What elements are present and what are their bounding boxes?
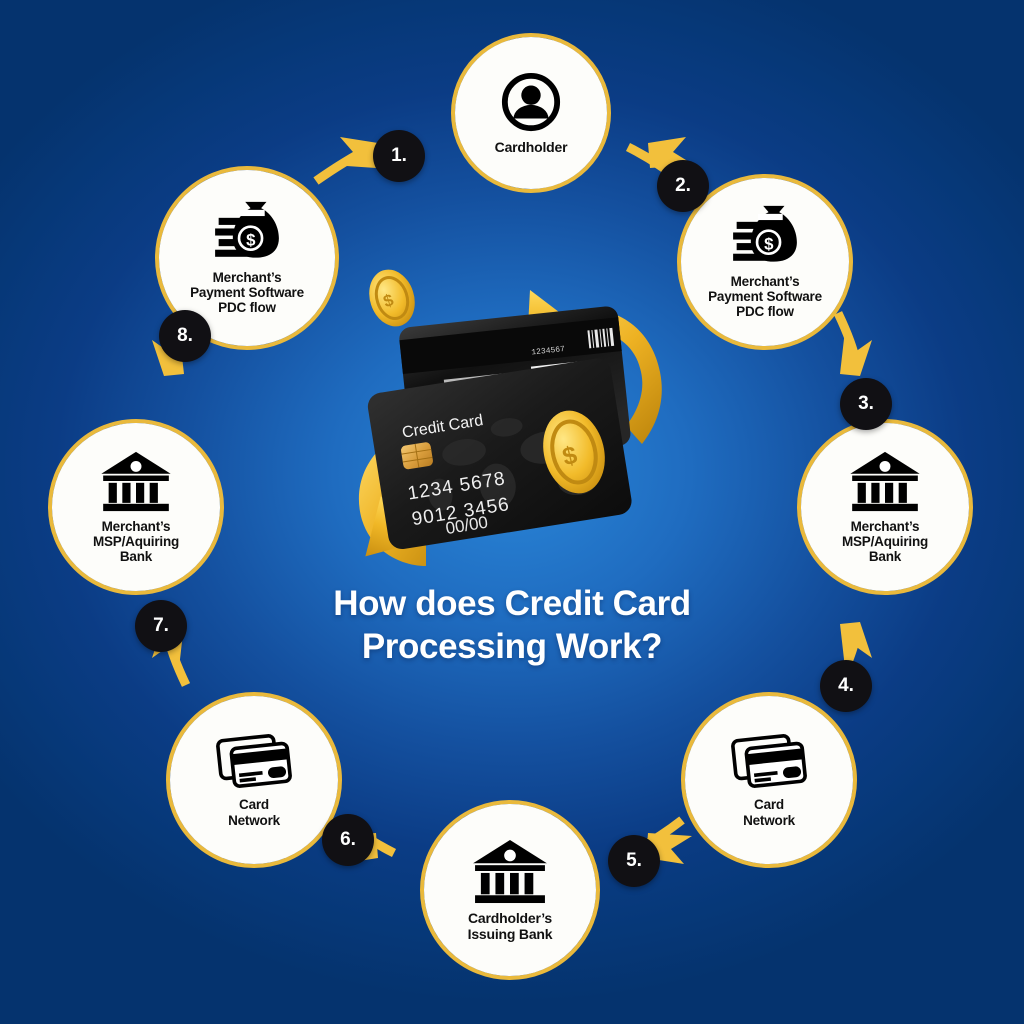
- step-node-3[interactable]: Merchant’s MSP/Aquiring Bank: [801, 423, 969, 591]
- step-node-2[interactable]: $ Merchant’s Payment Software PDC flow: [681, 178, 849, 346]
- step-badge-3[interactable]: 3.: [840, 378, 892, 430]
- bank-icon: [473, 838, 547, 904]
- step-label-8: Merchant’s Payment Software PDC flow: [190, 269, 304, 316]
- bank-icon: [850, 450, 920, 512]
- money-bag-icon: $: [729, 205, 801, 267]
- step-label-1: Cardholder: [494, 138, 568, 155]
- node-ring-6: [166, 692, 342, 868]
- credit-cards-icon: [216, 732, 292, 790]
- node-ring-1: [451, 33, 611, 193]
- step-node-7[interactable]: Merchant’s MSP/Aquiring Bank: [52, 423, 220, 591]
- step-node-6[interactable]: Card Network: [170, 696, 338, 864]
- step-badge-4[interactable]: 4.: [820, 660, 872, 712]
- step-node-1[interactable]: Cardholder: [455, 37, 607, 189]
- step-badge-5[interactable]: 5.: [608, 835, 660, 887]
- step-label-5: Cardholder’s Issuing Bank: [467, 909, 553, 942]
- credit-cards-icon: [731, 732, 807, 790]
- step-label-2: Merchant’s Payment Software PDC flow: [708, 273, 822, 320]
- step-badge-8[interactable]: 8.: [159, 310, 211, 362]
- title-line-1: How does Credit Card: [333, 584, 691, 623]
- step-label-7: Merchant’s MSP/Aquiring Bank: [92, 518, 180, 565]
- step-badge-7[interactable]: 7.: [135, 600, 187, 652]
- svg-text:$: $: [764, 234, 774, 253]
- user-icon: [500, 71, 562, 133]
- svg-text:$: $: [560, 441, 580, 472]
- step-badge-2[interactable]: 2.: [657, 160, 709, 212]
- node-ring-8: [155, 166, 339, 350]
- svg-text:$: $: [246, 230, 256, 249]
- step-badge-1[interactable]: 1.: [373, 130, 425, 182]
- svg-text:1234567: 1234567: [531, 345, 566, 357]
- node-ring-7: [48, 419, 224, 595]
- step-node-5[interactable]: Cardholder’s Issuing Bank: [424, 804, 596, 976]
- step-node-4[interactable]: Card Network: [685, 696, 853, 864]
- title-line-2: Processing Work?: [361, 627, 663, 667]
- node-ring-5: [420, 800, 600, 980]
- step-label-4: Card Network: [743, 797, 795, 828]
- bank-icon: [101, 450, 171, 512]
- money-bag-icon: $: [211, 201, 283, 263]
- page-title: How does Credit Card Processing Work?: [0, 582, 1024, 669]
- step-label-6: Card Network: [228, 797, 280, 828]
- step-badge-6[interactable]: 6.: [322, 814, 374, 866]
- step-label-3: Merchant’s MSP/Aquiring Bank: [841, 518, 929, 565]
- node-ring-2: [677, 174, 853, 350]
- credit-card-illustration: 000 1234567: [330, 269, 690, 586]
- node-ring-4: [681, 692, 857, 868]
